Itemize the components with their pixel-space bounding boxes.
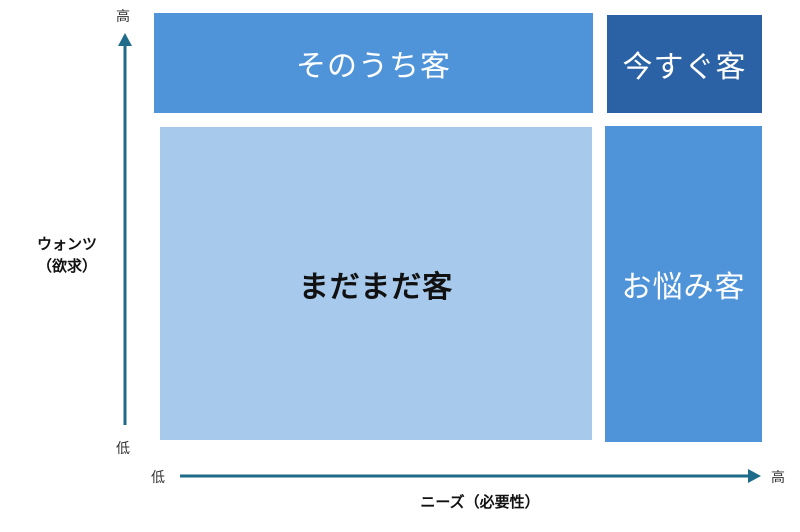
- quadrant-onayami-kyaku: お悩み客: [605, 126, 762, 442]
- quadrant-madamada-kyaku: まだまだ客: [160, 127, 592, 440]
- y-axis-title: ウォンツ （欲求）: [22, 233, 112, 277]
- quadrant-label: まだまだ客: [298, 269, 454, 305]
- quadrant-sonouchi-kyaku: そのうち客: [154, 13, 593, 113]
- y-axis-title-line1: ウォンツ: [36, 235, 97, 253]
- x-axis-title: ニーズ（必要性）: [420, 493, 540, 511]
- quadrant-label: 今すぐ客: [622, 50, 747, 85]
- quadrant-label: お悩み客: [621, 270, 746, 305]
- x-axis-high-label: 高: [771, 470, 785, 486]
- quadrant-label: そのうち客: [296, 49, 451, 84]
- x-axis-arrowhead: [748, 469, 761, 483]
- y-axis-title-line2: （欲求）: [36, 257, 97, 275]
- y-axis-high-label: 高: [116, 9, 130, 25]
- quadrant-imasugu-kyaku: 今すぐ客: [607, 15, 762, 113]
- y-axis-arrowhead: [118, 33, 132, 46]
- y-axis-low-label: 低: [116, 441, 130, 457]
- x-axis-low-label: 低: [151, 470, 165, 486]
